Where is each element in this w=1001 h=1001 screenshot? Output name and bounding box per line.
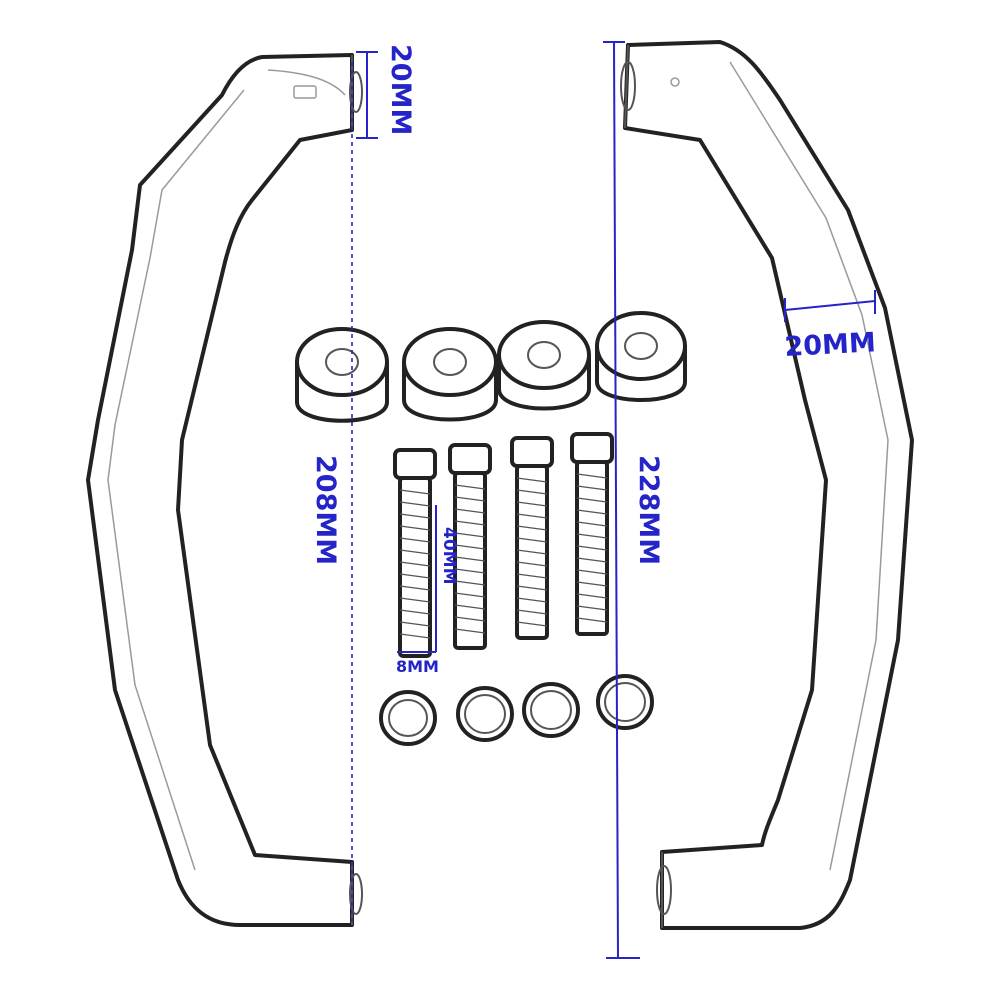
dim-label-bolt-diameter: 8MM xyxy=(396,657,439,676)
dimension-right-length: 228MM xyxy=(603,41,664,959)
spacer-2 xyxy=(402,327,498,422)
spacer-4 xyxy=(595,311,687,402)
bolt-3 xyxy=(510,436,554,640)
washer-3 xyxy=(522,682,580,738)
washer-4 xyxy=(596,674,654,730)
washer-2 xyxy=(456,686,514,742)
dimension-left-end-width: 20MM xyxy=(356,44,416,139)
dim-label-right-length: 228MM xyxy=(633,455,664,565)
dimension-left-length: 208MM xyxy=(310,62,353,925)
bolt-2 xyxy=(448,443,492,650)
dimension-right-width: 20MM xyxy=(784,290,877,363)
dim-label-right-width: 20MM xyxy=(784,327,877,363)
spacer-1 xyxy=(295,327,389,423)
left-handle xyxy=(86,53,363,927)
dimension-bolt-diameter: 8MM xyxy=(396,651,439,676)
bolt-1 xyxy=(393,448,437,658)
washer-1 xyxy=(379,690,437,746)
dim-label-left-end-width: 20MM xyxy=(385,44,416,135)
dimension-bolt-length: 40MM xyxy=(435,505,459,652)
right-handle-top-hole xyxy=(620,61,636,111)
spacer-3 xyxy=(497,320,591,411)
right-handle-bottom-hole xyxy=(656,865,672,915)
dim-label-bolt-length: 40MM xyxy=(439,527,459,585)
left-handle-top-hole xyxy=(349,71,363,113)
dim-label-left-length: 208MM xyxy=(310,455,341,565)
right-handle xyxy=(620,40,914,930)
left-handle-bottom-hole xyxy=(349,873,363,915)
bolt-4 xyxy=(570,432,614,636)
